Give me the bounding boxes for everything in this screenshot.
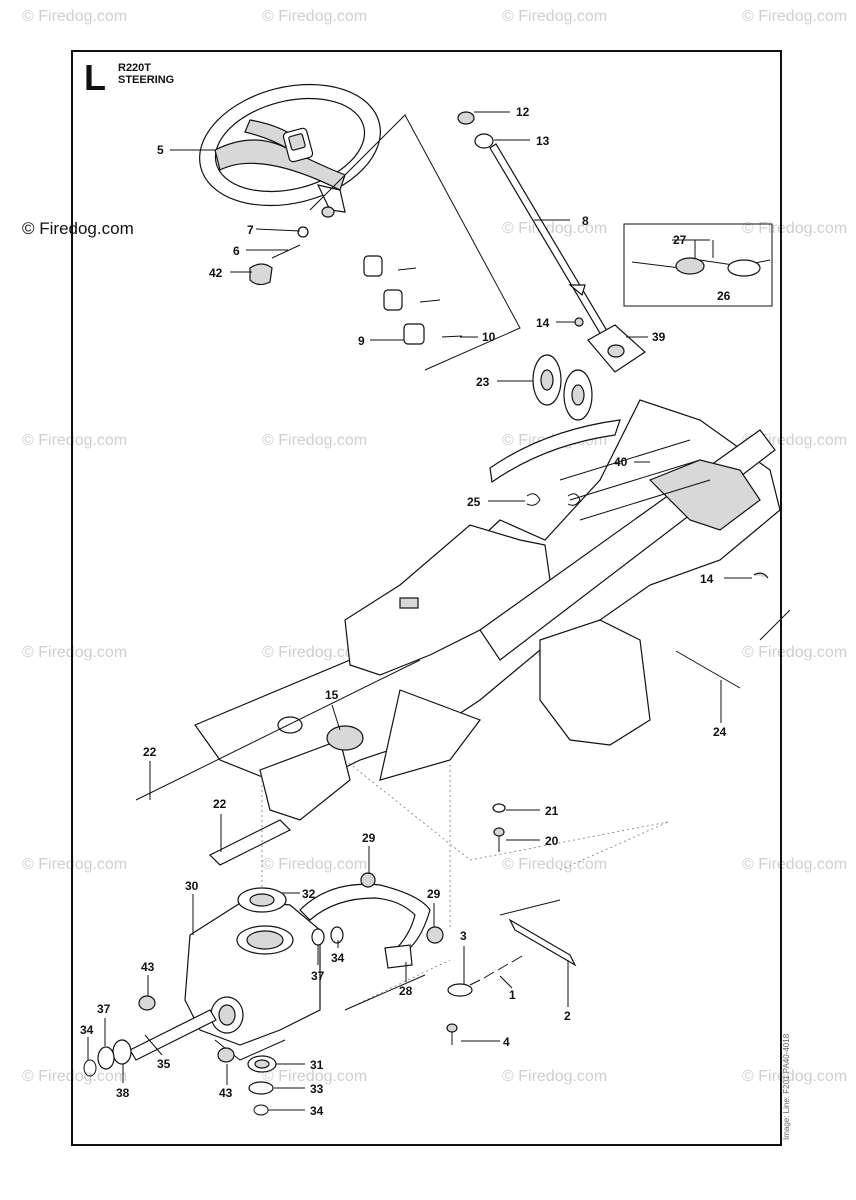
watermark: © Firedog.com	[22, 432, 128, 449]
steering-column	[457, 111, 646, 373]
model-name: R220T	[118, 62, 152, 74]
section-letter: L	[84, 57, 106, 98]
callout-22: 22	[143, 745, 157, 759]
callout-43: 43	[141, 960, 155, 974]
callout-7: 7	[247, 223, 254, 237]
watermark: © Firedog.com	[502, 856, 608, 873]
brake-band	[299, 872, 444, 969]
watermark: © Firedog.com	[742, 1068, 848, 1085]
callout-5: 5	[157, 143, 164, 157]
callout-40: 40	[614, 455, 628, 469]
spring-assembly	[446, 899, 577, 1045]
callout-34: 34	[331, 951, 345, 965]
callout-24: 24	[713, 725, 727, 739]
clip-25	[526, 493, 541, 506]
callout-1: 1	[509, 988, 516, 1002]
gear-wheels	[532, 354, 593, 421]
watermark: © Firedog.com	[502, 1068, 608, 1085]
callout-20: 20	[545, 834, 559, 848]
callout-37: 37	[311, 969, 325, 983]
callout-12: 12	[516, 105, 530, 119]
rod-end	[759, 609, 791, 641]
callout-10: 10	[482, 330, 496, 344]
rod-22	[135, 659, 421, 801]
callout-34: 34	[310, 1104, 324, 1118]
detail-inset	[623, 223, 773, 307]
watermark: © Firedog.com	[742, 8, 848, 25]
watermark: © Firedog.com	[262, 856, 368, 873]
watermark: © Firedog.com	[262, 1068, 368, 1085]
callout-8: 8	[582, 214, 589, 228]
callout-13: 13	[536, 134, 550, 148]
callout-38: 38	[116, 1086, 130, 1100]
watermark: © Firedog.com	[502, 220, 608, 237]
callout-22: 22	[213, 797, 227, 811]
callout-43: 43	[219, 1086, 233, 1100]
callout-26: 26	[717, 289, 731, 303]
callout-28: 28	[399, 984, 413, 998]
watermark: © Firedog.com	[22, 1068, 128, 1085]
watermark: © Firedog.com	[262, 432, 368, 449]
callout-39: 39	[652, 330, 666, 344]
callout-29: 29	[362, 831, 376, 845]
callout-35: 35	[157, 1057, 171, 1071]
watermark: © Firedog.com	[262, 644, 368, 661]
leader-lines	[87, 111, 752, 1111]
callout-3: 3	[460, 929, 467, 943]
callout-34: 34	[80, 1023, 94, 1037]
callout-21: 21	[545, 804, 559, 818]
model-title: R220T STEERING	[118, 62, 174, 86]
callout-29: 29	[427, 887, 441, 901]
diagram-frame	[71, 50, 782, 1146]
callout-15: 15	[325, 688, 339, 702]
watermark: © Firedog.com	[742, 644, 848, 661]
callout-32: 32	[302, 887, 316, 901]
steering-wheel	[199, 83, 381, 213]
callout-23: 23	[476, 375, 490, 389]
callout-4: 4	[503, 1035, 510, 1049]
watermark: © Firedog.com	[22, 644, 128, 661]
callout-14: 14	[700, 572, 714, 586]
watermark-side: © Firedog.com	[22, 219, 134, 238]
watermark: © Firedog.com	[22, 856, 128, 873]
callout-2: 2	[564, 1009, 571, 1023]
gearbox	[184, 887, 321, 1061]
callout-25: 25	[467, 495, 481, 509]
callout-9: 9	[358, 334, 365, 348]
callout-37: 37	[97, 1002, 111, 1016]
callout-14: 14	[536, 316, 550, 330]
callout-42: 42	[209, 266, 223, 280]
callout-30: 30	[185, 879, 199, 893]
watermark: © Firedog.com	[22, 8, 128, 25]
callout-31: 31	[310, 1058, 324, 1072]
callout-33: 33	[310, 1082, 324, 1096]
steering-shaft-parts	[249, 206, 463, 345]
watermark: © Firedog.com	[742, 856, 848, 873]
callout-labels: 12 13 5 8 7 6 42 27 26 9 10 14 39 23 40 …	[80, 105, 731, 1118]
watermark: © Firedog.com	[262, 8, 368, 25]
section-title: STEERING	[118, 74, 175, 86]
plate-22	[208, 819, 292, 866]
rod-24	[675, 650, 741, 689]
callout-27: 27	[673, 233, 687, 247]
chassis-frame	[194, 399, 781, 821]
axle	[83, 995, 235, 1077]
watermark: © Firedog.com	[502, 8, 608, 25]
callout-6: 6	[233, 244, 240, 258]
